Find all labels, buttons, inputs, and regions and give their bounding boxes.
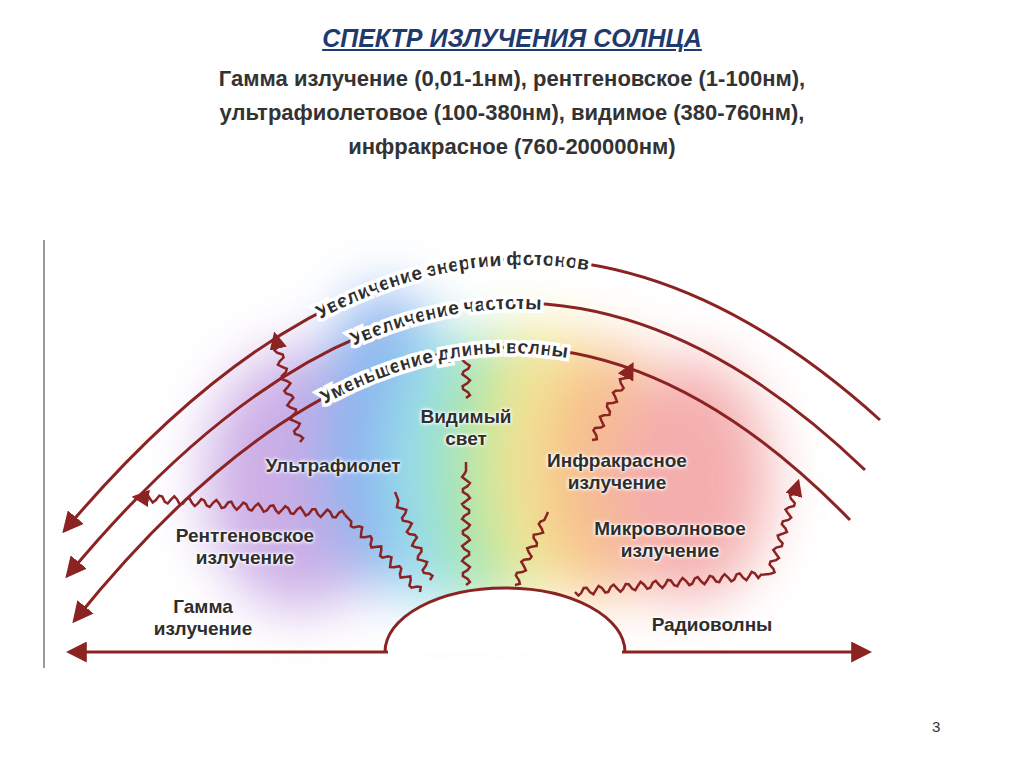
wave-arrow	[275, 335, 304, 442]
sun-dome	[385, 588, 625, 652]
wave-arrow	[575, 572, 770, 596]
spectrum-label: Видимый свет	[406, 406, 526, 450]
wave-arrows	[70, 335, 868, 652]
wave-arrow	[515, 512, 548, 585]
arc-arrow	[68, 303, 865, 575]
spectrum-label: Рентгеновское излучение	[158, 525, 333, 569]
straight-arrow	[622, 651, 868, 654]
spectrum-label: Гамма излучение	[148, 596, 258, 640]
wave-arrow	[770, 482, 798, 574]
wave-arrow	[395, 492, 433, 580]
wave-arrow	[135, 494, 345, 517]
spectrum-label: Микроволновое излучение	[583, 518, 758, 562]
frame-line	[43, 240, 45, 668]
slide-title: СПЕКТР ИЗЛУЧЕНИЯ СОЛНЦА	[112, 24, 912, 53]
subtitle-text: Гамма излучение (0,01-1нм), рентгеновско…	[137, 62, 887, 164]
arc-label: Уменьшение длины волны	[317, 336, 570, 407]
page-number: 3	[932, 718, 940, 735]
wave-arrow	[462, 462, 470, 585]
arc-arrow	[65, 259, 880, 530]
arc-label-path: Уменьшение длины волны	[317, 336, 570, 407]
wave-arrow	[592, 365, 632, 440]
spectrum-label: Ультрафиолет	[265, 455, 400, 477]
straight-arrow	[70, 651, 388, 654]
spectrum-label: Радиоволны	[652, 614, 773, 636]
spectrum-label: Инфракрасное излучение	[535, 450, 700, 494]
